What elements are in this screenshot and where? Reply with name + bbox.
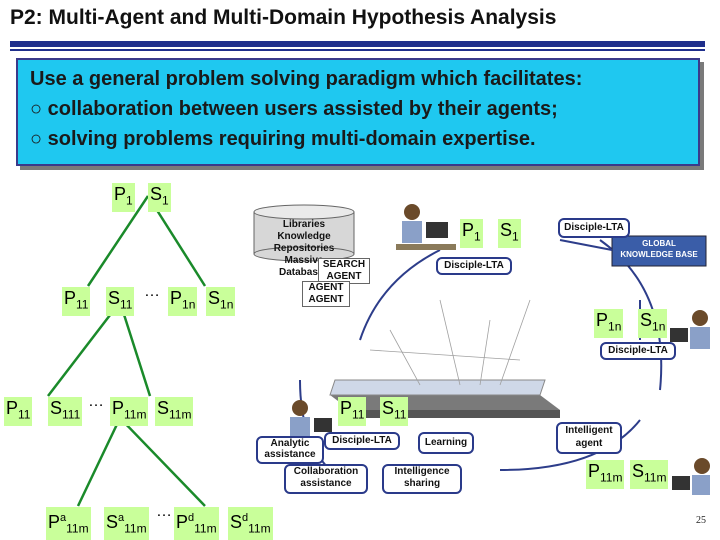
title-rule-thin [10, 49, 705, 51]
page-number: 25 [696, 515, 706, 526]
sys-s1: S1 [498, 219, 521, 248]
network-links-icon [369, 299, 531, 386]
collab-line2: assistance [300, 478, 352, 489]
tree-s111: S111 [48, 397, 83, 426]
intro-box: Use a general problem solving paradigm w… [16, 58, 700, 166]
disciple-lta-bottom: Disciple-LTA [324, 432, 400, 450]
sys-p11m: P11m [586, 460, 625, 489]
tree-p1n: P1n [168, 287, 198, 316]
edge-low-right [119, 417, 206, 507]
tree-pd11m: Pd11m [174, 507, 219, 540]
global-kb-box-icon [611, 235, 707, 267]
global-kb-line2: KNOWLEDGE BASE [620, 250, 698, 259]
agent-line2: AGENT [308, 294, 344, 305]
global-kb-label: GLOBAL KNOWLEDGE BASE [612, 238, 706, 260]
analytic-line1: Analytic [270, 438, 310, 449]
edge-mid-left [47, 301, 121, 397]
edge-mid-right [118, 301, 152, 397]
agent-line1: AGENT [308, 282, 344, 293]
db-massive: Massive Databases [278, 255, 330, 278]
tree-p11m: P11m [110, 397, 149, 426]
sys-s1n: S1n [638, 309, 668, 338]
tree-p11: P11 [62, 287, 91, 316]
db-knowledge-repos: Knowledge Repositories [273, 231, 335, 254]
tree-sd11m: Sd11m [228, 507, 273, 540]
intelligent-line1: Intelligent [565, 425, 613, 436]
sys-s11m: S11m [630, 460, 669, 489]
tree-ellipsis-3: … [156, 503, 172, 520]
tree-s11: S11 [106, 287, 135, 316]
analytic-assistance: Analytic assistance [256, 436, 324, 464]
sys-p11: P11 [338, 397, 367, 426]
disciple-lta-right: Disciple-LTA [600, 342, 676, 360]
db-libraries: Libraries [282, 219, 326, 230]
tree-pa11m: Pa11m [46, 507, 91, 540]
tree-ellipsis-2: … [88, 393, 104, 410]
user-workstation-top-icon [396, 204, 456, 250]
database-cylinder-icon [253, 204, 355, 262]
tree-p11-level3: P11 [4, 397, 33, 426]
title-rule [10, 41, 705, 47]
intelligent-line2: agent [575, 438, 603, 449]
disciple-lta-topright: Disciple-LTA [558, 218, 630, 238]
user-workstation-bottom-icon [672, 458, 710, 495]
tree-s11m: S11m [155, 397, 194, 426]
intro-line-2: ○ collaboration between users assisted b… [30, 98, 558, 120]
tree-sa11m: Sa11m [104, 507, 149, 540]
user-workstation-right-icon [670, 310, 710, 349]
sys-s11: S11 [380, 397, 409, 426]
edge-root-left [86, 195, 150, 287]
intro-line-1: Use a general problem solving paradigm w… [30, 68, 583, 90]
search-agent-line1: SEARCH [322, 259, 366, 270]
agent-box: AGENT AGENT [302, 281, 350, 307]
collab-line1: Collaboration [293, 466, 359, 477]
edge-low-left [76, 417, 122, 507]
tree-s1: S1 [148, 183, 171, 212]
tree-p1: P1 [112, 183, 135, 212]
slide-title: P2: Multi-Agent and Multi-Domain Hypothe… [10, 6, 557, 29]
user-workstation-left-icon [290, 400, 332, 439]
intel-line2: sharing [403, 478, 441, 489]
sys-p1: P1 [460, 219, 483, 248]
analytic-line2: assistance [264, 449, 316, 460]
disciple-lta-top: Disciple-LTA [436, 257, 512, 275]
intro-line-3: ○ solving problems requiring multi-domai… [30, 128, 536, 150]
tree-ellipsis-1: … [144, 283, 160, 300]
intel-line1: Intelligence [394, 466, 450, 477]
collaboration-assistance-box: Collaboration assistance [284, 464, 368, 494]
search-agent-box: SEARCH AGENT [318, 258, 370, 284]
intelligence-sharing-box: Intelligence sharing [382, 464, 462, 494]
search-agent-line2: AGENT [326, 271, 362, 282]
intelligent-agent-box: Intelligent agent [556, 422, 622, 454]
db-text: Libraries Knowledge Repositories Massive… [262, 219, 346, 279]
global-kb-line1: GLOBAL [642, 239, 676, 248]
learning-box: Learning [418, 432, 474, 454]
tree-s1n: S1n [206, 287, 236, 316]
sys-p1n: P1n [594, 309, 624, 338]
